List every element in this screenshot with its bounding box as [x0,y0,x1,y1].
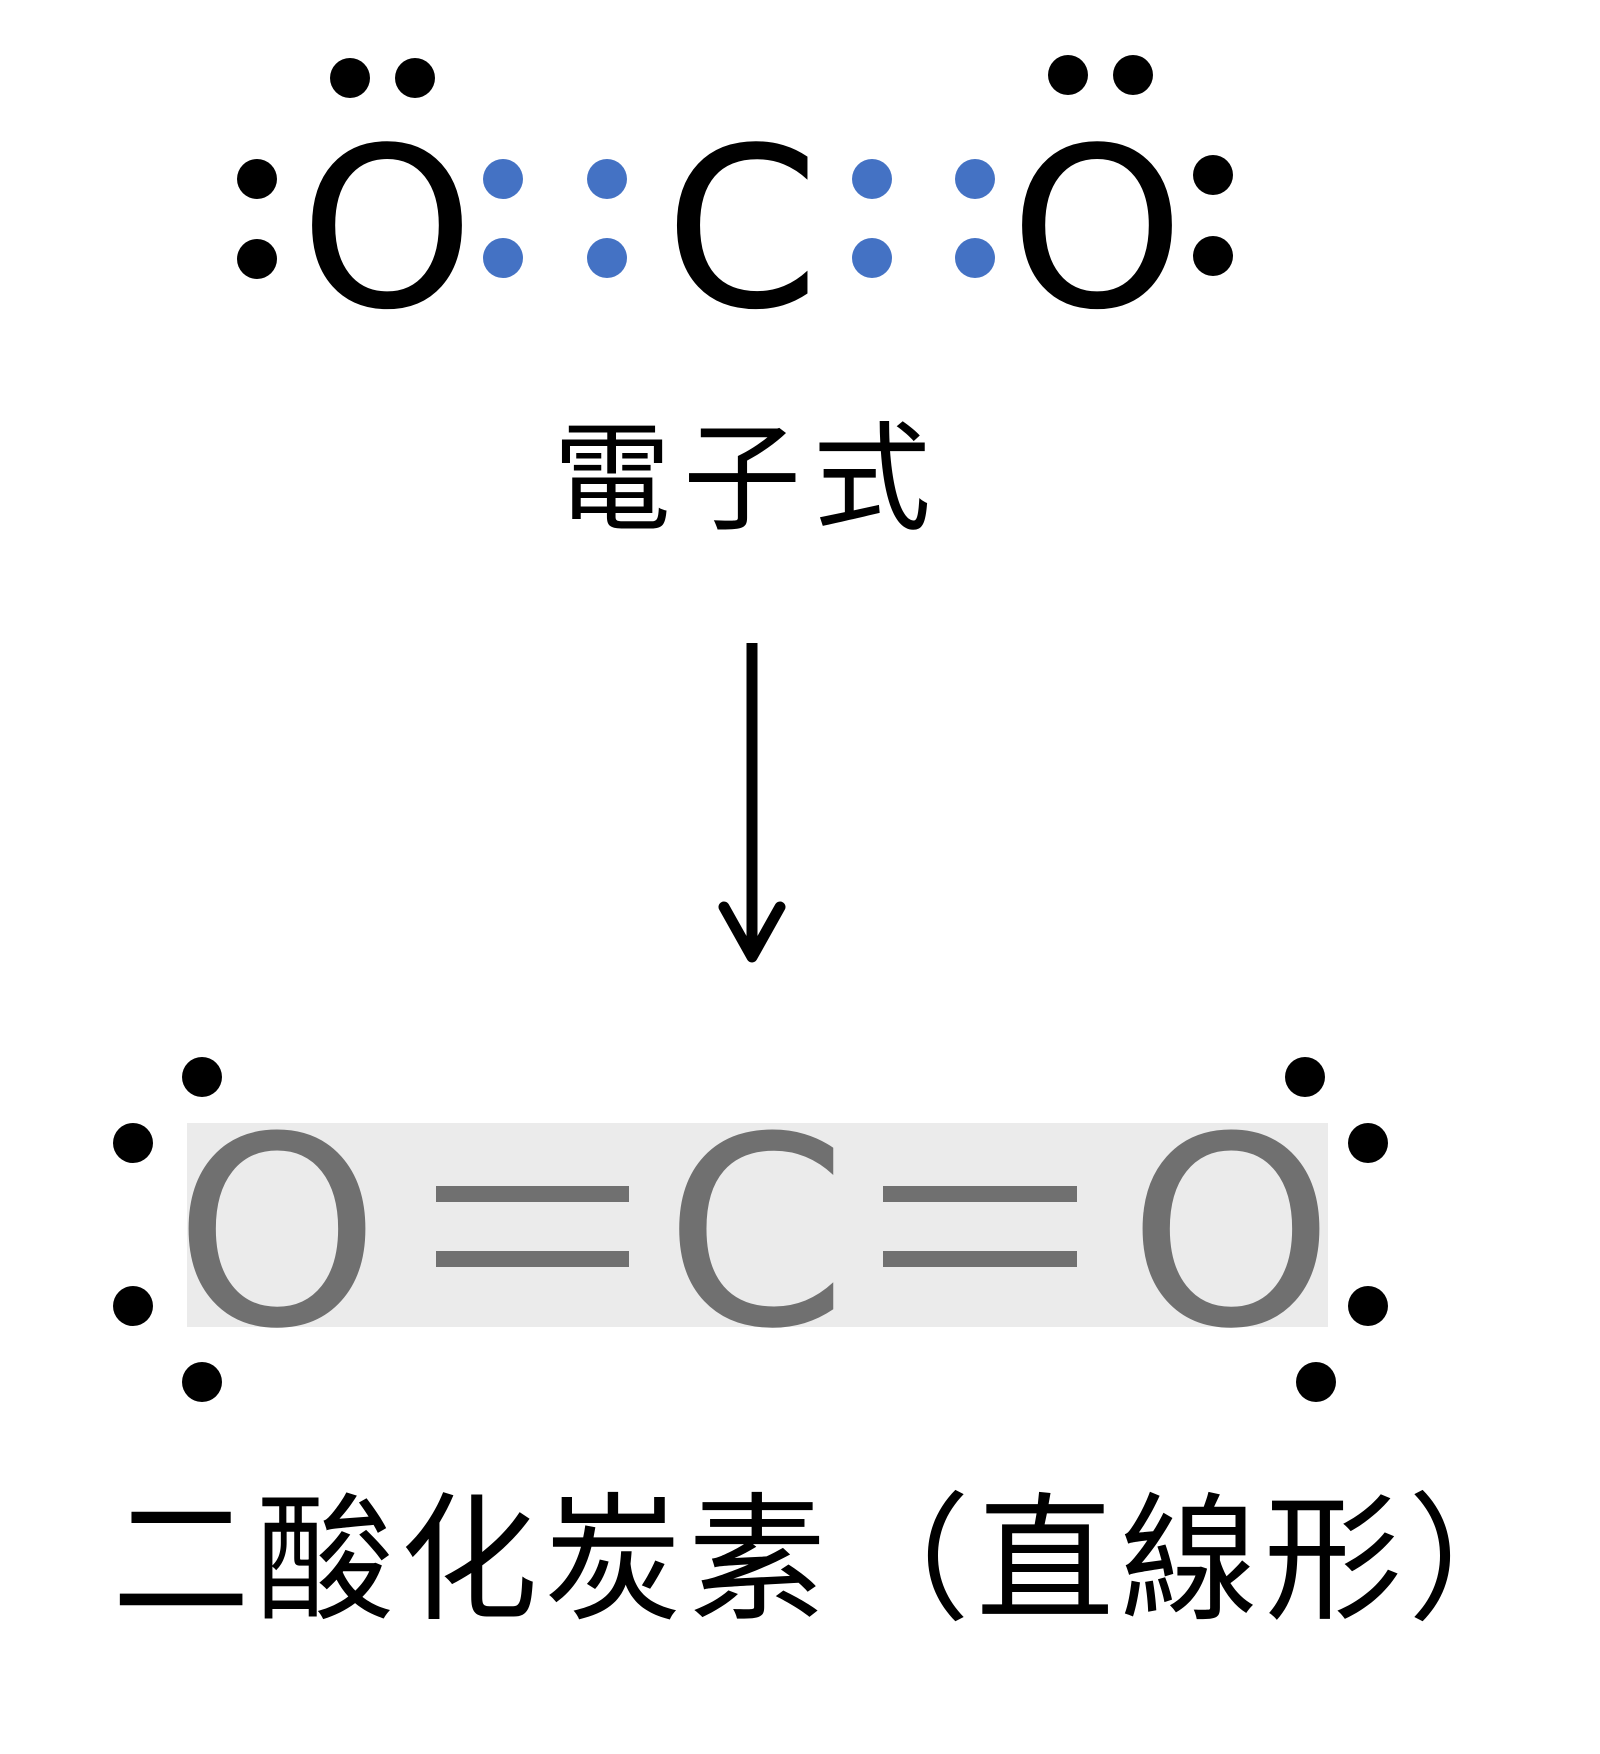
electron-dot [113,1286,153,1326]
bonding-electron-dot [852,238,892,278]
lewis-structure: O C O [237,55,1233,359]
lone-pair-struct-left-lower [113,1286,222,1402]
bonding-electron-dot [587,159,627,199]
electron-dot [1193,155,1233,195]
lewis-atom-carbon: C [664,101,819,359]
bonding-pair-left-2 [587,159,627,278]
double-bond-left [436,1186,629,1267]
electron-dot [1113,55,1153,95]
lone-pair-struct-left-upper [113,1057,222,1163]
lone-pair-left-o-top [330,58,435,98]
structural-atom-right-oxygen: O [1128,1081,1334,1386]
lone-pair-right-o-side [1193,155,1233,276]
bonding-pair-right-1 [852,159,892,278]
bonding-electron-dot [587,238,627,278]
bonding-electron-dot [955,159,995,199]
lone-pair-left-o-side [237,159,277,279]
bonding-pair-right-2 [955,159,995,278]
electron-dot [1048,55,1088,95]
bond-line [436,1186,629,1202]
arrow-down-icon [718,643,786,963]
structure-caption: 二酸化炭素（直線形） [112,1480,1553,1641]
electron-dot [1193,236,1233,276]
electron-dot [182,1362,222,1402]
electron-dot [113,1123,153,1163]
bond-line [883,1186,1077,1202]
structural-atom-left-oxygen: O [174,1081,380,1386]
lewis-atom-left-oxygen: O [300,101,475,359]
structural-formula: O C O [113,1057,1388,1402]
electron-dot [395,58,435,98]
electron-dot [237,239,277,279]
electron-dot [330,58,370,98]
double-bond-right [883,1186,1077,1267]
bonding-electron-dot [955,238,995,278]
lone-pair-struct-right-lower [1296,1286,1388,1402]
electron-dot [237,159,277,199]
electron-dot [1296,1362,1336,1402]
electron-dot [1285,1057,1325,1097]
formula-highlight [187,1123,1328,1327]
bonding-electron-dot [483,238,523,278]
bonding-electron-dot [852,159,892,199]
bonding-electron-dot [483,159,523,199]
bonding-pair-left-1 [483,159,523,278]
lewis-atom-right-oxygen: O [1010,101,1185,359]
lone-pair-right-o-top [1048,55,1153,95]
bond-line [883,1251,1077,1267]
lone-pair-struct-right-upper [1285,1057,1388,1163]
lewis-structure-label: 電子式 [553,410,944,548]
bond-line [436,1251,629,1267]
electron-dot [182,1057,222,1097]
structural-atom-carbon: C [665,1081,848,1386]
electron-dot [1348,1286,1388,1326]
electron-dot [1348,1123,1388,1163]
